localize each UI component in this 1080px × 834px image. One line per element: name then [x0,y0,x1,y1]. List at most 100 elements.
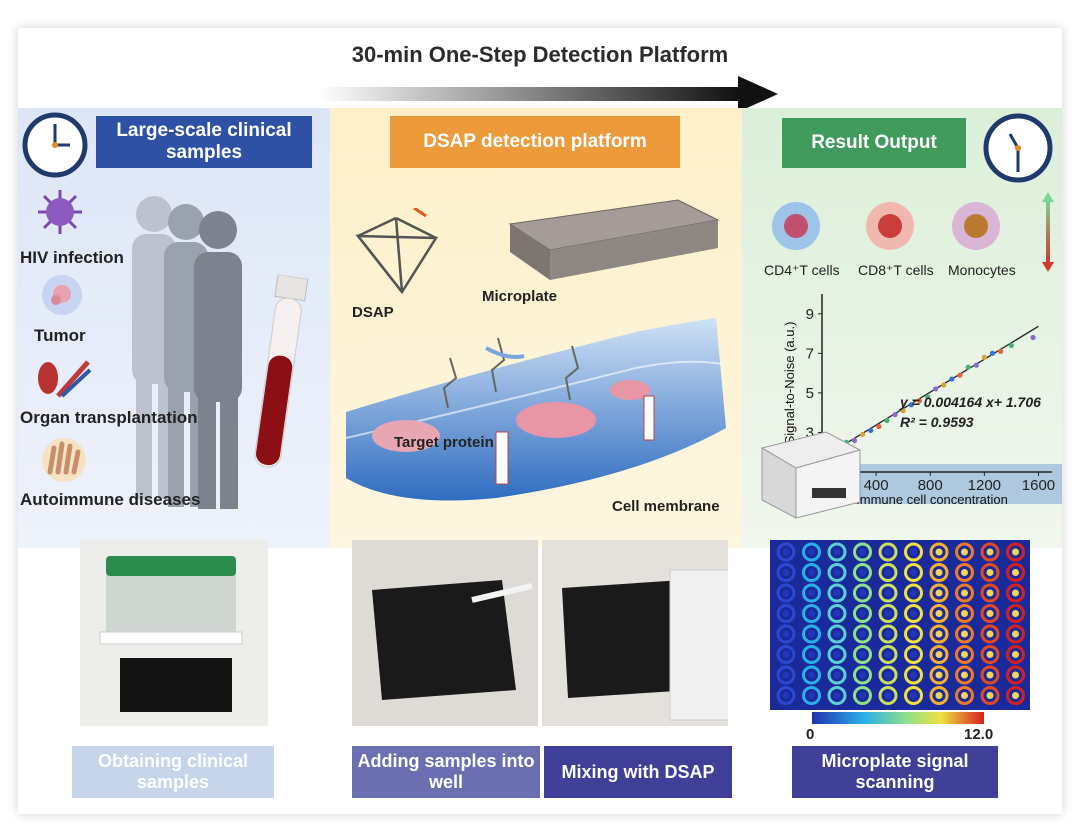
heatmap-well-center [1012,610,1019,617]
label-cell-membrane: Cell membrane [612,498,720,515]
heatmap-well [878,686,898,705]
heatmap-well-center [833,569,841,576]
dsap-tetrahedron-icon [355,208,439,295]
heatmap-well [904,645,923,664]
data-point [900,408,906,414]
label-tumor: Tumor [34,326,86,345]
heatmap-well-center [884,548,892,556]
heatmap-well [853,665,872,685]
y-tick-label: 7 [806,345,814,362]
heatmap-well-center [782,630,790,638]
heatmap-well-center [961,589,968,597]
heatmap-well [1006,542,1025,562]
x-tick-label: 1600 [1022,477,1055,494]
dsap-header: DSAP detection platform [390,116,680,168]
heatmap-well-center [884,589,892,597]
heatmap-well-center [884,692,892,699]
fit-r2: R² = 0.9593 [900,414,974,430]
label-monocytes: Monocytes [948,262,1016,278]
heatmap-well [904,624,923,644]
heatmap-well-center [782,548,790,556]
label-organ: Organ transplantation [20,408,198,427]
colorbar-min: 0 [806,726,815,743]
y-tick-label: 5 [806,385,814,402]
heatmap-well [776,645,796,664]
heatmap-well [853,563,872,582]
photo-sample-tubes [80,540,268,726]
label-cd4: CD4⁺T cells [764,262,840,278]
heatmap-well [827,604,847,623]
heatmap-well-center [833,671,841,679]
label-target-protein: Target protein [394,434,494,451]
heatmap-well-center [935,651,943,658]
heatmap-well [776,665,796,685]
heatmap-well [776,542,796,562]
heatmap-well-center [859,548,866,556]
heatmap-well [853,542,872,562]
heatmap-well-center [961,671,968,679]
heatmap-well-center [782,589,790,597]
x-axis-label: Immune cell concentration [856,492,1008,507]
heatmap-well-center [961,569,968,576]
heatmap-well [904,542,923,562]
heatmap-well [802,665,821,685]
heatmap-well-center [782,651,790,658]
heatmap-well [904,563,923,582]
heatmap-well [955,604,974,623]
data-point [851,437,858,443]
fit-equation: y = 0.004164 x+ 1.706 [900,394,1041,410]
data-point [868,427,874,434]
data-point [859,431,866,438]
photo-adding-samples [352,540,538,726]
tumor-icon [42,275,82,315]
data-point [997,348,1004,354]
clinical-samples-panel: Large-scale clinical samples HIV infecti… [18,108,330,548]
heatmap-well-center [961,548,968,556]
heatmap-well-center [935,548,943,556]
heatmap-well-center [910,651,917,658]
heatmap-well-center [859,610,866,617]
heatmap-well-center [859,671,866,679]
plate-reader-icon [760,431,862,519]
x-tick-label: 800 [918,477,943,494]
heatmap-well-center [910,589,917,597]
heatmap-well-center [884,610,892,617]
heatmap-well [802,604,821,623]
heatmap-well [929,604,949,623]
heatmap-well [980,563,1000,582]
heatmap-well-center [986,569,994,576]
heatmap-well [1006,665,1025,685]
heatmap-well [980,583,1000,603]
heatmap-well [802,542,821,562]
heatmap-well [776,583,796,603]
heatmap-well [904,665,923,685]
heatmap-well-center [1012,671,1019,679]
heatmap-well [929,563,949,582]
heatmap-well-center [1012,692,1019,699]
data-point [908,402,914,408]
heatmap-well [929,665,949,685]
heatmap-well-center [986,589,994,597]
dsap-platform-panel: DSAP detection platform DSAP Microplate [330,108,742,548]
heatmap-well [827,686,847,705]
heatmap-well [980,686,1000,705]
photo-mixing-dsap [542,540,728,726]
heatmap-well-center [833,589,841,597]
heatmap-well [929,645,949,664]
data-point [965,364,971,370]
heatmap-well-center [833,610,841,617]
heatmap-well [827,665,847,685]
heatmap-well [878,583,898,603]
heatmap-well [1006,645,1025,664]
heatmap-well [955,645,974,664]
heatmap-well [853,624,872,644]
heatmap-well-center [782,671,790,679]
heatmap-well-center [859,651,866,658]
heatmap-well-center [808,569,815,576]
heatmap-well [853,604,872,623]
heatmap-well-center [782,569,790,576]
heatmap-well [776,604,796,623]
heatmap-well [827,563,847,582]
cd4-cell-icon [772,202,820,250]
heatmap-well-center [935,692,943,699]
